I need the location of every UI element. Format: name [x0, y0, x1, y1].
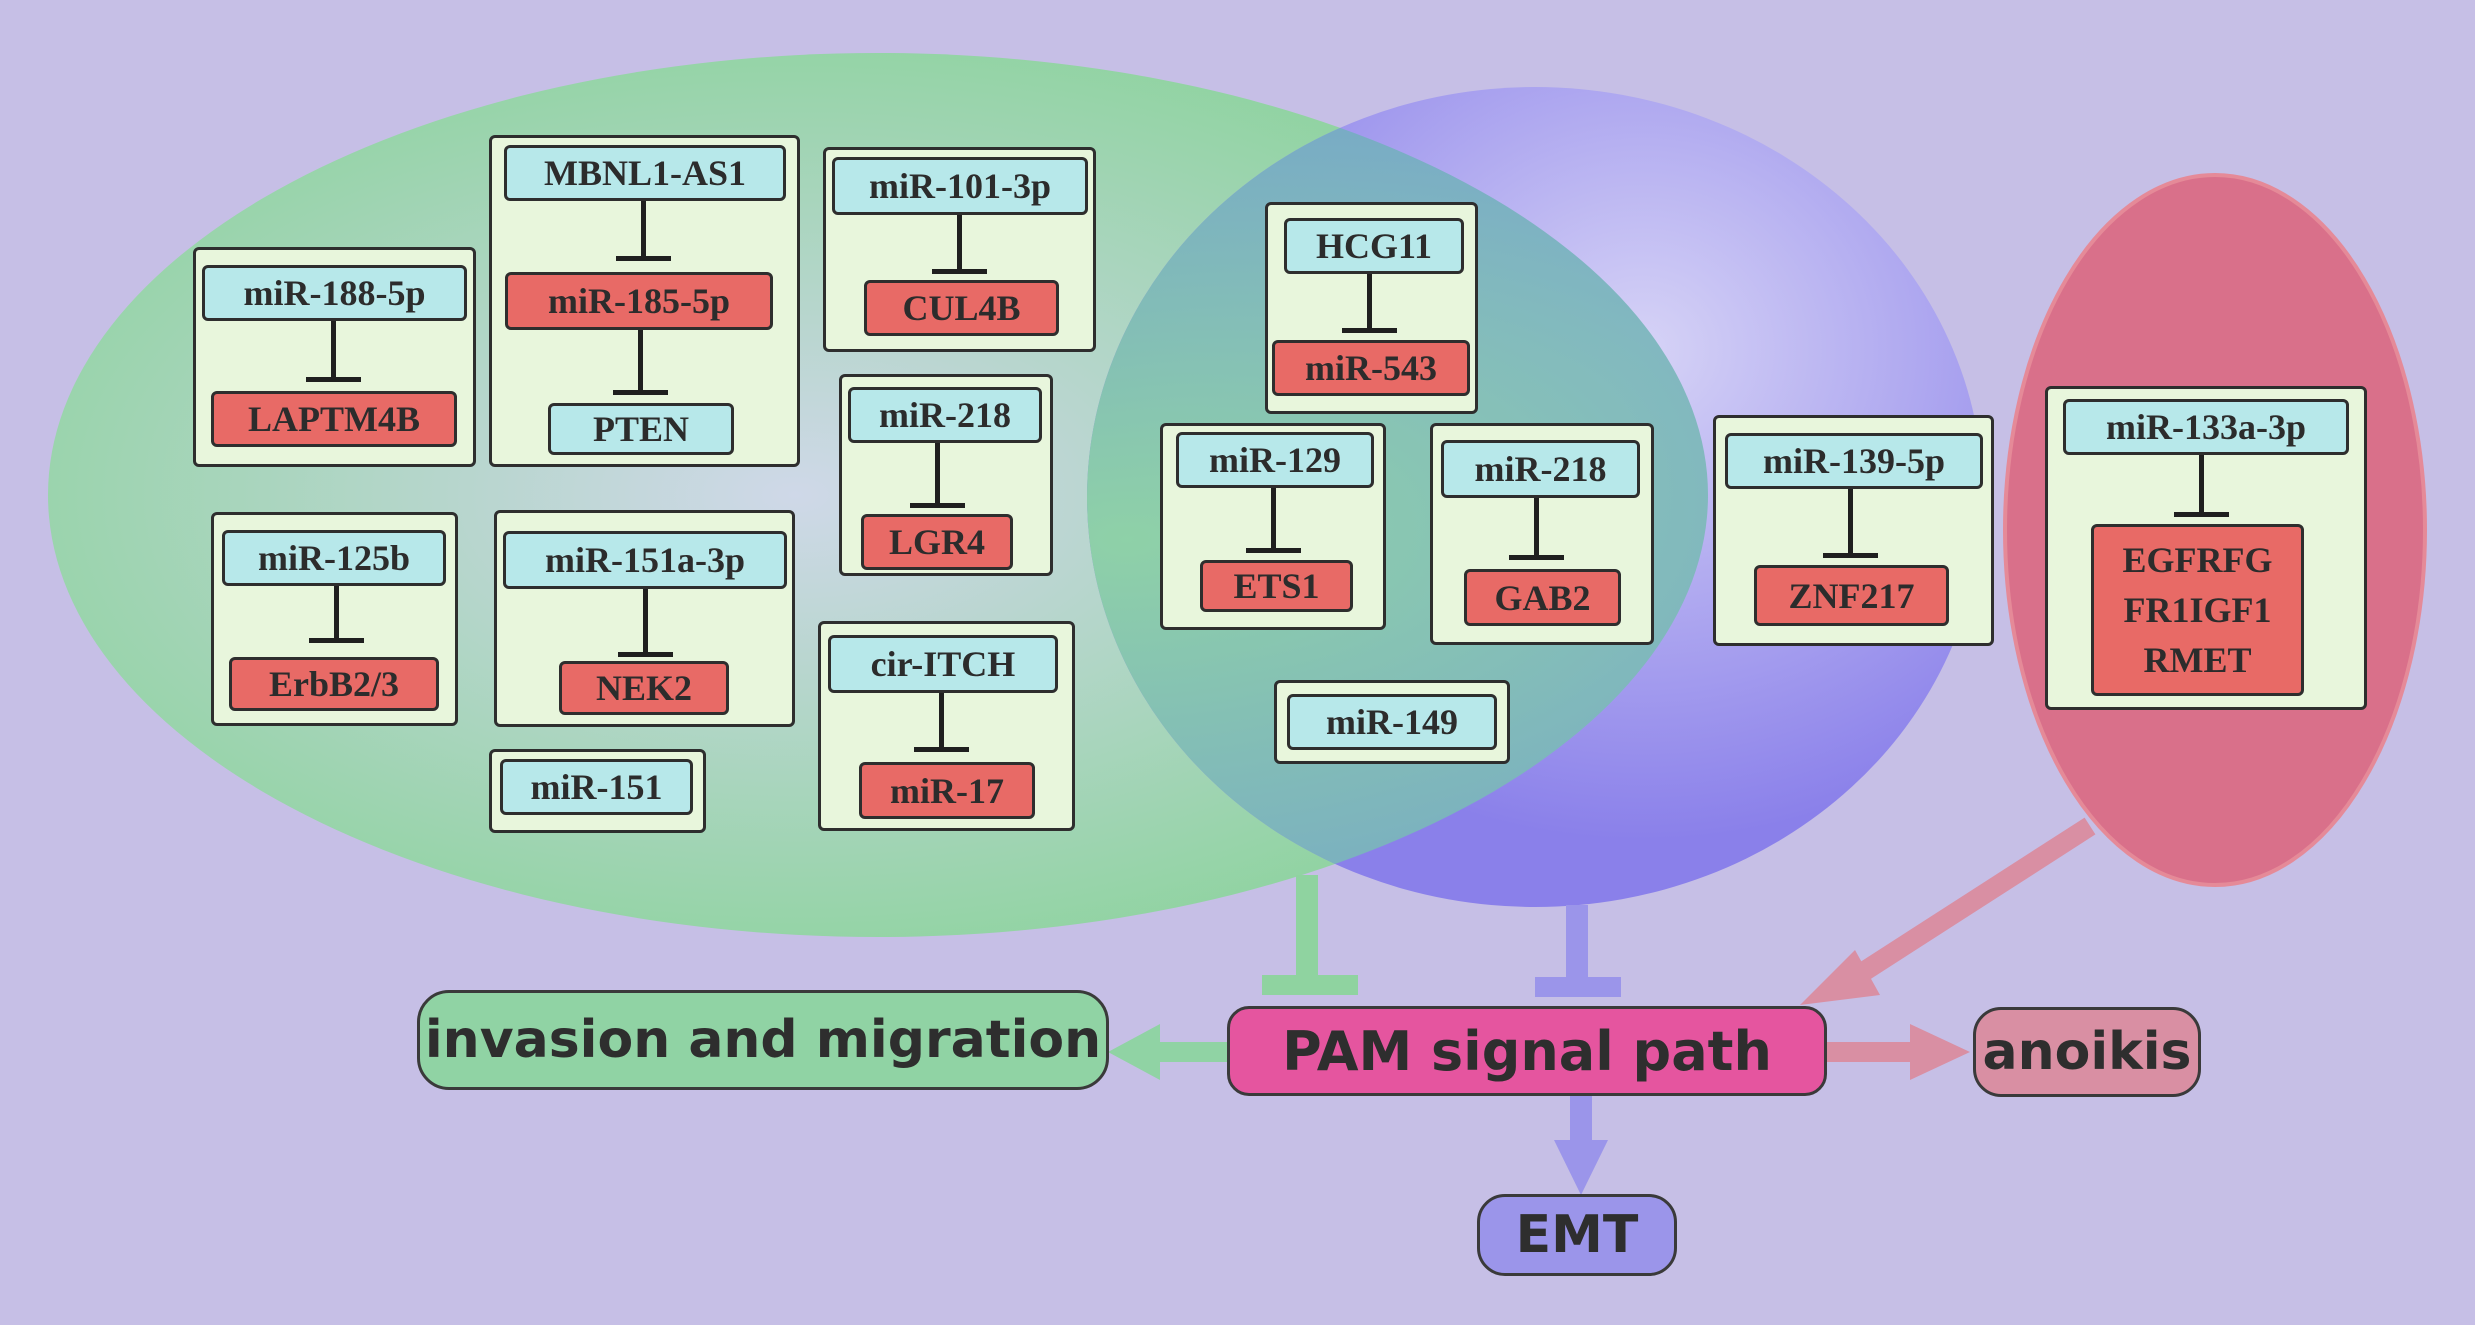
mirna-label-mir-125b: miR-125b	[222, 530, 446, 586]
inhibit-bar	[2174, 512, 2229, 517]
mirna-label-mir-218: miR-218	[848, 387, 1042, 443]
emt-node: EMT	[1477, 1194, 1677, 1276]
inhibit-stem	[939, 693, 944, 747]
circrna-label-cir-itch: cir-ITCH	[828, 635, 1058, 693]
inhibit-stem	[1534, 498, 1539, 555]
target-label-mir-17: miR-17	[859, 762, 1035, 819]
inhibit-stem	[1271, 488, 1276, 548]
emt-arrow-head	[1554, 1140, 1608, 1195]
target-label-egfr-fgfr1-igf1r-met: EGFRFG FR1IGF1 RMET	[2091, 524, 2304, 696]
inhibit-bar	[306, 377, 361, 382]
invasion-migration-node: invasion and migration	[417, 990, 1109, 1090]
mirna-label-mir-218-b: miR-218	[1441, 440, 1640, 498]
inhibit-bar	[1342, 328, 1397, 333]
inhibit-bar	[914, 747, 969, 752]
inhibit-stem	[334, 586, 339, 638]
mirna-label-mir-151: miR-151	[500, 759, 693, 815]
target-label-cul4b: CUL4B	[864, 280, 1059, 336]
red-arrow-shaft	[1854, 817, 2096, 983]
anoikis-arrow-head	[1910, 1024, 1970, 1080]
target-label-lgr4: LGR4	[861, 514, 1013, 570]
invasion-arrow-shaft	[1150, 1042, 1230, 1062]
target-label-nek2: NEK2	[559, 661, 729, 715]
green-inhibit-bar	[1262, 975, 1358, 995]
mirna-label-mir-149: miR-149	[1287, 694, 1497, 750]
mirna-label-mir-129: miR-129	[1176, 432, 1374, 488]
blue-inhibit-stem	[1566, 905, 1588, 977]
inhibit-bar	[910, 503, 965, 508]
target-label-ets1: ETS1	[1200, 560, 1353, 612]
green-inhibit-stem	[1296, 875, 1318, 975]
target-label-mir-543: miR-543	[1272, 340, 1470, 396]
inhibit-stem	[935, 443, 940, 503]
red-arrow-head	[1800, 950, 1880, 1005]
inhibit-bar	[1246, 548, 1301, 553]
inhibit-bar	[1509, 555, 1564, 560]
mirna-label-mir-151a-3p: miR-151a-3p	[503, 531, 787, 589]
mirna-label-mir-133a-3p: miR-133a-3p	[2063, 399, 2349, 455]
inhibit-stem	[957, 215, 962, 269]
target-label-erbb2-3: ErbB2/3	[229, 657, 439, 711]
inhibit-stem	[643, 589, 648, 652]
inhibit-bar	[309, 638, 364, 643]
inhibit-bar	[618, 652, 673, 657]
mirna-label-mir-101-3p: miR-101-3p	[832, 157, 1088, 215]
target-label-laptm4b: LAPTM4B	[211, 391, 457, 447]
lncrna-label-mbnl1-as1: MBNL1-AS1	[504, 145, 786, 201]
inhibit-stem	[638, 330, 643, 390]
target-label-znf217: ZNF217	[1754, 565, 1949, 626]
blue-inhibit-bar	[1535, 977, 1621, 997]
inhibit-bar	[616, 256, 671, 261]
inhibit-stem	[1848, 489, 1853, 553]
inhibit-stem	[641, 201, 646, 257]
pam-signal-path-node: PAM signal path	[1227, 1006, 1827, 1096]
inhibit-stem	[1367, 274, 1372, 328]
inhibit-stem	[331, 321, 336, 377]
anoikis-node: anoikis	[1973, 1007, 2201, 1097]
inhibit-bar	[1823, 553, 1878, 558]
target-label-gab2: GAB2	[1464, 569, 1621, 626]
inhibit-bar	[613, 390, 668, 395]
mirna-label-mir-188-5p: miR-188-5p	[202, 265, 467, 321]
emt-arrow-shaft	[1570, 1095, 1592, 1145]
inhibit-stem	[2199, 455, 2204, 512]
mirna-label-mir-139-5p: miR-139-5p	[1725, 433, 1983, 489]
target-label-pten: PTEN	[548, 403, 734, 455]
mirna-label-mir-185-5p: miR-185-5p	[505, 272, 773, 330]
lncrna-label-hcg11: HCG11	[1284, 218, 1464, 274]
inhibit-bar	[932, 269, 987, 274]
invasion-arrow-head	[1108, 1024, 1160, 1080]
anoikis-arrow-shaft	[1825, 1042, 1915, 1062]
